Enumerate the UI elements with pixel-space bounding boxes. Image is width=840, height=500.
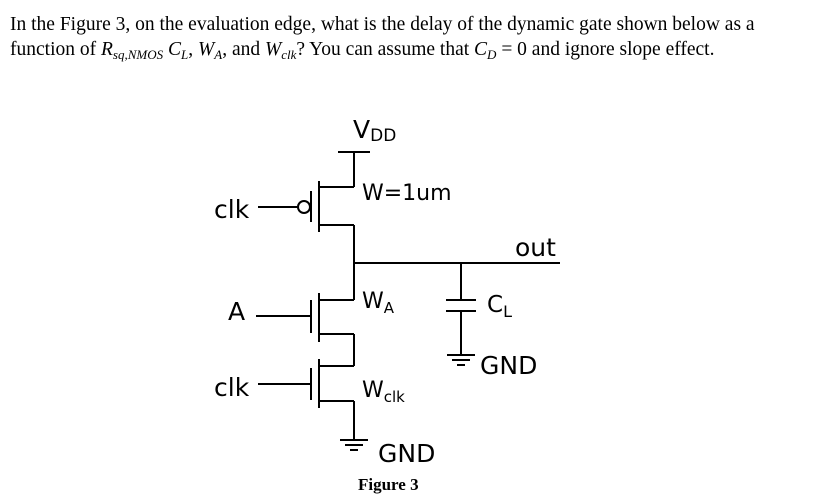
wa-label: WA bbox=[362, 289, 395, 317]
q-tail: = 0 and ignore slope effect. bbox=[496, 39, 715, 60]
clk-top-label: clk bbox=[214, 195, 250, 224]
q-wa-sub: A bbox=[214, 47, 223, 62]
gnd-right-label: GND bbox=[480, 351, 537, 380]
wclk-label: Wclk bbox=[362, 378, 405, 406]
q-r-main: R bbox=[100, 39, 113, 60]
pmos-width-label: W=1um bbox=[362, 181, 452, 206]
circuit-wires bbox=[256, 151, 560, 451]
figure-caption: Figure 3 bbox=[358, 475, 419, 494]
q-sep-1: , bbox=[188, 39, 198, 60]
q-r-sub: sq,NMOS bbox=[112, 47, 164, 62]
question-line-1: In the Figure 3, on the evaluation edge,… bbox=[10, 14, 755, 35]
out-label: out bbox=[515, 233, 556, 262]
q-wclk-main: W bbox=[264, 39, 282, 60]
q-c-main: C bbox=[167, 39, 181, 60]
cl-label: CL bbox=[487, 292, 512, 321]
q-mid: ? You can assume that bbox=[296, 39, 475, 60]
clk-bottom-label: clk bbox=[214, 373, 250, 402]
gnd-bottom-label: GND bbox=[378, 439, 435, 468]
vdd-label: VDD bbox=[353, 115, 396, 146]
q-wa-main: W bbox=[197, 39, 215, 60]
question-text: In the Figure 3, on the evaluation edge,… bbox=[10, 12, 830, 62]
q-cd-main: C bbox=[474, 39, 488, 60]
input-a-label: A bbox=[228, 297, 245, 326]
q-wclk-sub: clk bbox=[281, 47, 297, 62]
q-prefix: function of bbox=[10, 39, 101, 60]
q-cd-sub: D bbox=[487, 47, 497, 62]
q-sep-2: , and bbox=[222, 39, 265, 60]
q-c-sub: L bbox=[181, 47, 189, 62]
pmos-bubble bbox=[297, 200, 311, 214]
question-line-2: function of Rsq,NMOS CL, WA, and Wclk? Y… bbox=[10, 37, 830, 62]
